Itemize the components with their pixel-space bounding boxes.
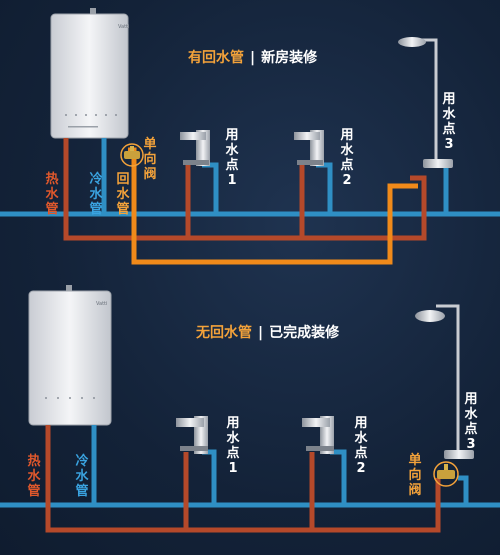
shower-bottom <box>415 304 474 459</box>
label-point1-bottom: 用水点1 <box>226 416 240 476</box>
label-point3-top: 用水点3 <box>442 92 456 152</box>
label-hot-pipe-top: 热水管 <box>45 172 59 217</box>
top-diagram: Vatti <box>0 8 500 265</box>
faucet-2-bottom <box>302 416 334 454</box>
check-valve-bottom <box>433 461 459 487</box>
label-point2-top: 用水点2 <box>340 128 354 188</box>
label-return-pipe-top: 回水管 <box>116 172 130 217</box>
bottom-diagram: Vatti <box>0 285 500 533</box>
faucet-1-bottom <box>176 416 208 454</box>
shower-top <box>398 37 453 168</box>
title-separator: | <box>258 325 264 341</box>
check-valve-top <box>120 143 144 167</box>
cold-pipe-bottom <box>0 425 500 508</box>
title-bottom-sub: 已完成装修 <box>269 325 340 341</box>
title-bottom-main: 无回水管 <box>196 325 252 341</box>
label-point1-top: 用水点1 <box>225 128 239 188</box>
return-pipe-top <box>128 147 418 265</box>
label-check-valve-top: 单向阀 <box>143 137 157 182</box>
hot-pipe-top <box>63 138 427 241</box>
title-bottom: 无回水管 | 已完成装修 <box>196 322 339 342</box>
label-hot-pipe-bottom: 热水管 <box>27 454 41 499</box>
label-point3-bottom: 用水点3 <box>464 392 478 452</box>
label-point2-bottom: 用水点2 <box>354 416 368 476</box>
label-check-valve-bottom: 单向阀 <box>408 453 422 498</box>
label-cold-pipe-bottom: 冷水管 <box>75 454 89 499</box>
title-top-main: 有回水管 <box>188 50 244 66</box>
label-cold-pipe-top: 冷水管 <box>89 172 103 217</box>
title-top-sub: 新房装修 <box>261 50 318 66</box>
title-top: 有回水管 | 新房装修 <box>188 47 317 67</box>
water-heater-bottom: Vatti <box>28 285 112 426</box>
faucet-2-top <box>294 130 324 166</box>
hot-pipe-bottom <box>45 425 441 533</box>
faucet-1-top <box>180 130 210 166</box>
heater-brand-top: Vatti <box>118 24 129 30</box>
heater-brand-bottom: Vatti <box>96 301 107 307</box>
title-separator: | <box>250 50 256 66</box>
water-heater-top: Vatti <box>50 8 129 139</box>
